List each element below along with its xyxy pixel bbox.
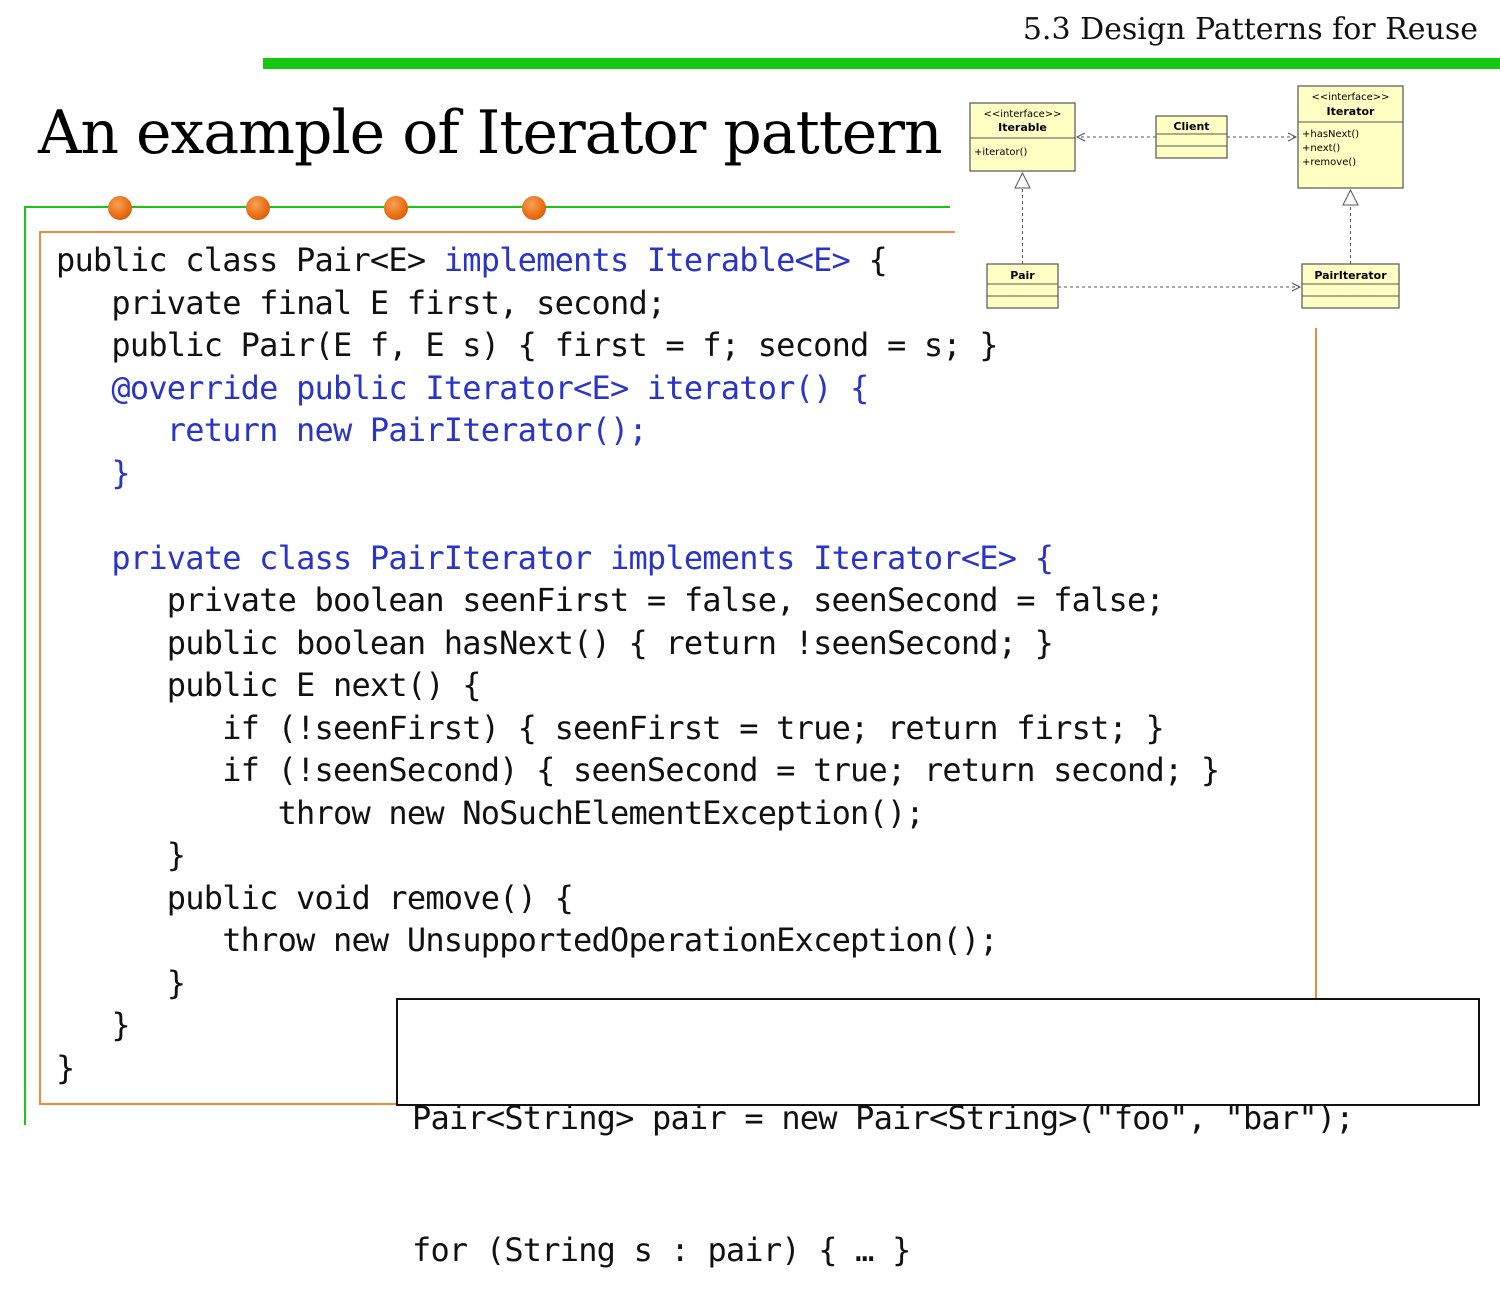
code-line: private final E first, second;	[56, 282, 1219, 325]
code-token: }	[166, 836, 186, 874]
code-line: private boolean seenFirst = false, seenS…	[56, 579, 1219, 622]
code-line: public void remove() {	[56, 877, 1219, 920]
code-token: @override public Iterator<E> iterator() …	[111, 368, 869, 407]
code-indent	[56, 581, 167, 619]
uml-pairiterator-class: PairIterator	[1301, 263, 1400, 309]
uml-method: +next()	[1302, 143, 1340, 154]
code-line: public E next() {	[56, 664, 1219, 707]
code-token: throw new UnsupportedOperationException(…	[222, 921, 998, 959]
uml-class-name: PairIterator	[1314, 269, 1387, 282]
code-indent	[56, 836, 167, 874]
code-token: }	[111, 1006, 130, 1044]
code-indent	[56, 1006, 111, 1044]
uml-pair-class: Pair	[986, 263, 1059, 309]
code-line: public boolean hasNext() { return !seenS…	[56, 622, 1219, 665]
uml-class-name: Pair	[1010, 269, 1035, 282]
code-line: return new PairIterator();	[56, 409, 1219, 452]
uml-class-name: Client	[1173, 120, 1209, 133]
uml-realization-arrow	[1014, 171, 1031, 264]
code-token: return new PairIterator();	[166, 411, 648, 449]
uml-class-name: Iterator	[1327, 105, 1375, 118]
usage-line: Pair<String> pair = new Pair<String>("fo…	[412, 1099, 1355, 1137]
code-token: public class Pair<E>	[56, 241, 444, 279]
code-line: }	[56, 1004, 1219, 1047]
usage-box: Pair<String> pair = new Pair<String>("fo…	[396, 998, 1480, 1269]
code-line: @override public Iterator<E> iterator() …	[56, 367, 1219, 410]
code-line: throw new UnsupportedOperationException(…	[56, 919, 1219, 962]
code-indent	[56, 411, 167, 449]
uml-dependency-arrow	[1058, 282, 1302, 292]
code-token: private boolean seenFirst = false, seenS…	[166, 581, 1165, 619]
code-line: }	[56, 452, 1219, 495]
code-indent	[56, 369, 111, 407]
bullet-dot	[108, 196, 132, 220]
code-line: }	[56, 962, 1219, 1005]
code-block: public class Pair<E> implements Iterable…	[56, 239, 1220, 1090]
code-indent	[56, 921, 222, 959]
code-indent	[56, 879, 167, 917]
code-indent	[56, 709, 222, 747]
code-token: }	[166, 963, 186, 1002]
uml-method: +iterator()	[974, 147, 1028, 158]
uml-stereotype: <<interface>>	[983, 109, 1061, 120]
code-indent	[56, 964, 167, 1002]
uml-dependency-arrow	[1227, 132, 1298, 142]
uml-class-name: Iterable	[998, 121, 1047, 134]
code-indent	[56, 454, 111, 492]
bullet-dot	[384, 196, 408, 220]
code-token: public boolean hasNext() { return !seenS…	[166, 623, 1054, 662]
code-token: implements Iterable<E>	[443, 241, 851, 279]
slide-title: An example of Iterator pattern	[38, 98, 943, 168]
code-token: if (!seenFirst) { seenFirst = true; retu…	[222, 708, 1165, 747]
bullet-dot	[246, 196, 270, 220]
code-line: if (!seenFirst) { seenFirst = true; retu…	[56, 707, 1219, 750]
uml-dependency-arrow	[1075, 132, 1156, 142]
code-token: }	[56, 1048, 75, 1087]
code-token: public E next() {	[166, 666, 482, 704]
code-token: if (!seenSecond) { seenSecond = true; re…	[222, 751, 1220, 789]
code-token: public void remove() {	[166, 878, 574, 917]
code-line: public class Pair<E> implements Iterable…	[56, 239, 1219, 282]
header-green-bar	[263, 58, 1500, 69]
code-line: throw new NoSuchElementException();	[56, 792, 1219, 835]
uml-realization-arrow	[1342, 188, 1359, 264]
code-indent	[56, 326, 111, 364]
code-indent	[56, 666, 167, 704]
code-token: }	[111, 453, 130, 492]
uml-method: +hasNext()	[1302, 129, 1359, 140]
code-indent	[56, 624, 167, 662]
code-token: private class PairIterator implements It…	[111, 538, 1054, 577]
code-indent	[56, 284, 111, 322]
uml-diagram: <<interface>> Iterable +iterator() Clien…	[955, 78, 1500, 328]
code-line: if (!seenSecond) { seenSecond = true; re…	[56, 749, 1220, 792]
green-frame-horizontal	[24, 206, 950, 208]
code-indent	[56, 751, 222, 789]
uml-iterable-class: <<interface>> Iterable +iterator()	[969, 102, 1076, 172]
code-line: }	[56, 834, 1219, 877]
code-line: public Pair(E f, E s) { first = f; secon…	[56, 324, 1219, 367]
uml-iterator-class: <<interface>> Iterator +hasNext() +next(…	[1297, 85, 1404, 189]
uml-stereotype: <<interface>>	[1311, 92, 1389, 103]
code-line	[56, 494, 1219, 537]
code-line: }	[56, 1047, 1219, 1090]
uml-method: +remove()	[1302, 157, 1356, 168]
code-indent	[56, 539, 111, 577]
code-token: throw new NoSuchElementException();	[277, 793, 925, 832]
code-token: {	[850, 241, 887, 279]
section-header: 5.3 Design Patterns for Reuse	[1022, 12, 1478, 47]
uml-client-class: Client	[1155, 115, 1228, 159]
green-frame-vertical	[24, 206, 26, 1125]
usage-line: for (String s : pair) { … }	[412, 1231, 911, 1269]
bullet-dot	[522, 196, 546, 220]
code-token: public Pair(E f, E s) { first = f; secon…	[111, 326, 998, 364]
code-indent	[56, 794, 278, 832]
code-line: private class PairIterator implements It…	[56, 537, 1219, 580]
code-token: private final E first, second;	[111, 283, 666, 322]
